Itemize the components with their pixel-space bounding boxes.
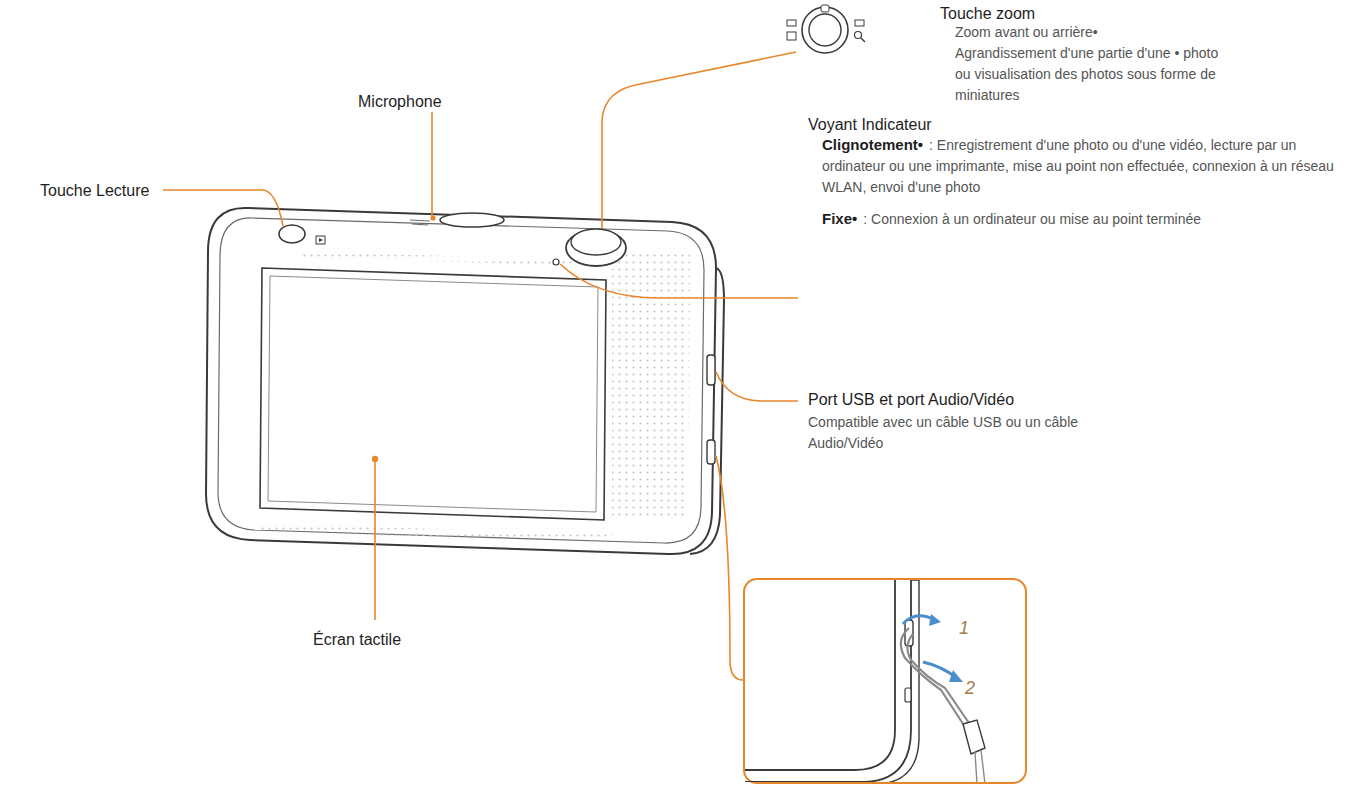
- step-number: 2: [965, 678, 975, 699]
- grip-texture-top: [300, 252, 600, 266]
- usb-port: [707, 355, 715, 385]
- part-label: Écran tactile: [313, 630, 401, 649]
- strap-detail: [929, 614, 941, 626]
- zoom-dial: [566, 230, 626, 266]
- inset-box: 12: [743, 578, 1027, 784]
- leader-line: [560, 264, 798, 298]
- part-label: Microphone: [358, 92, 442, 111]
- strap-illustration: [745, 580, 1025, 782]
- camera-body-inner: [218, 218, 704, 543]
- leader-line: [163, 190, 283, 226]
- camera-body: [206, 208, 716, 554]
- status-paragraph: Fixe• : Connexion à un ordinateur ou mise…: [822, 208, 1322, 230]
- touch-screen-frame: [260, 268, 606, 520]
- touch-screen: [268, 276, 598, 512]
- strap-detail: [875, 580, 919, 782]
- leader-dot: [372, 456, 378, 462]
- play-icon: [316, 236, 325, 244]
- camera-side: [690, 268, 724, 554]
- strap-detail: [745, 580, 911, 782]
- leader-line: [602, 52, 796, 228]
- strap-detail: [975, 750, 985, 782]
- grip-texture-bottom: [260, 524, 612, 542]
- step-number: 1: [959, 618, 969, 639]
- shutter-button: [440, 213, 504, 227]
- strap-detail: [745, 580, 895, 770]
- leader-line: [431, 112, 433, 216]
- strap-detail: [949, 670, 963, 682]
- leader-line: [374, 462, 376, 620]
- status-name: Fixe•: [822, 210, 857, 227]
- leader-dot: [430, 215, 435, 220]
- part-description: Compatible avec un câble USB ou un câble…: [808, 412, 1108, 454]
- indicator-led: [553, 259, 559, 265]
- status-description: : Connexion à un ordinateur ou mise au p…: [863, 211, 1201, 227]
- strap-detail: [907, 634, 971, 726]
- part-description: Agrandissement d'une partie d'une • phot…: [955, 43, 1225, 106]
- part-label: Touche zoom: [940, 4, 1035, 23]
- play-icon-triangle: [319, 238, 323, 242]
- part-label: Port USB et port Audio/Vidéo: [808, 390, 1014, 409]
- play-button: [279, 225, 305, 243]
- strap-detail: [905, 688, 911, 702]
- strap-eyelet: [707, 440, 715, 464]
- grip-texture: [612, 250, 690, 520]
- strap-detail: [963, 720, 985, 754]
- leader-line: [716, 372, 798, 401]
- part-label: Voyant Indicateur: [808, 115, 932, 134]
- part-description: Zoom avant ou arrière•: [955, 22, 1215, 43]
- strap-detail: [901, 628, 967, 730]
- leader-line: [716, 456, 743, 680]
- part-label: Touche Lecture: [40, 181, 149, 200]
- status-paragraph: Clignotement•: Enregistrement d'une phot…: [822, 134, 1342, 198]
- microphone-holes: [410, 220, 430, 225]
- zoom-key-icon: [787, 5, 865, 53]
- status-name: Clignotement•: [822, 136, 923, 153]
- zoom-dial-top: [571, 229, 621, 255]
